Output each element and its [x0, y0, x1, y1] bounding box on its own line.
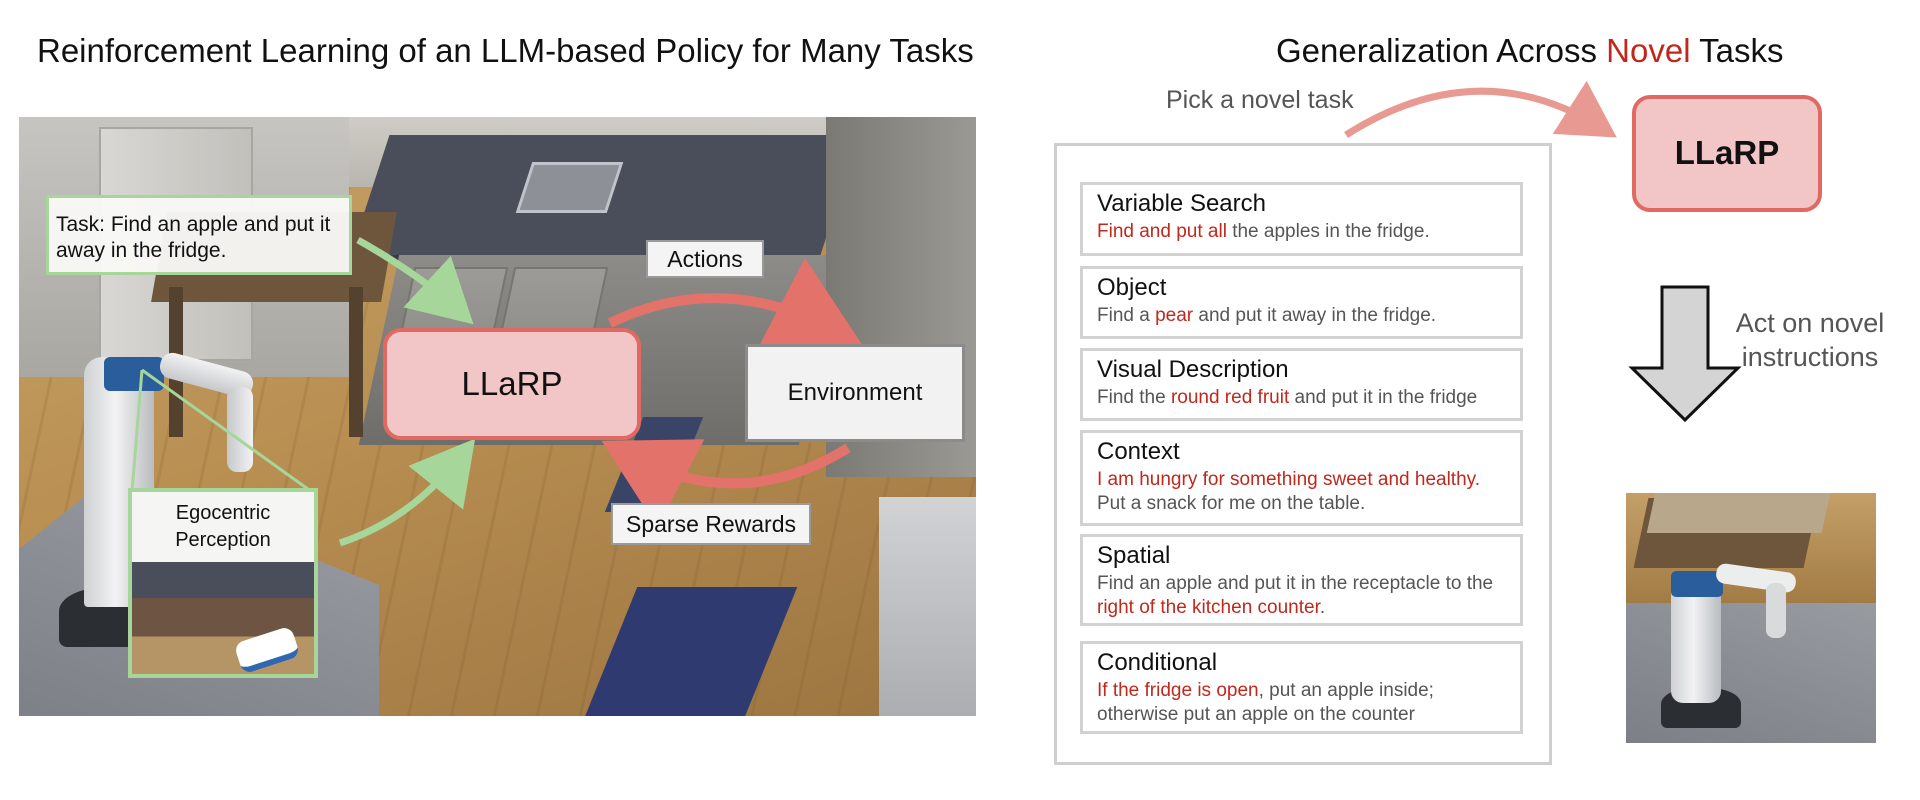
- grey-counter: [879, 497, 976, 716]
- pick-novel-task-label: Pick a novel task: [1166, 86, 1354, 114]
- task-text: , put an apple inside; otherwise put an …: [1097, 680, 1434, 725]
- task-description: Find the round red fruit and put it in t…: [1097, 386, 1520, 410]
- task-text: and put it away in the fridge.: [1193, 305, 1437, 326]
- perception-line: [130, 369, 144, 493]
- task-name: Spatial: [1097, 542, 1171, 569]
- task-text: Put a snack for me on the table.: [1097, 493, 1366, 514]
- robot-head: [104, 357, 164, 391]
- robot-arm: [227, 387, 253, 472]
- task-description: Find and put all the apples in the fridg…: [1097, 220, 1520, 244]
- task-text: .: [1319, 597, 1326, 618]
- task-text: Find a: [1097, 305, 1156, 326]
- task-description: If the fridge is open, put an apple insi…: [1097, 679, 1520, 727]
- task-highlight: round red fruit: [1170, 387, 1290, 408]
- task-instruction-box: Task: Find an apple and put it away in t…: [46, 195, 352, 275]
- task-name: Visual Description: [1097, 356, 1289, 383]
- task-name: Variable Search: [1097, 190, 1266, 217]
- title-suffix: Tasks: [1690, 32, 1784, 69]
- egocentric-perception-label: Egocentric Perception: [175, 502, 271, 551]
- robot-arm: [1766, 583, 1786, 638]
- egocentric-perception-box: Egocentric Perception: [128, 488, 318, 678]
- llarp-policy-box-right: LLaRP: [1632, 95, 1822, 212]
- right-panel-title: Generalization Across Novel Tasks: [1276, 32, 1783, 70]
- task-description: I am hungry for something sweet and heal…: [1097, 468, 1520, 516]
- task-highlight: If the fridge is open: [1097, 680, 1259, 701]
- robot-head: [1671, 571, 1723, 597]
- llarp-policy-box: LLaRP: [383, 328, 641, 440]
- task-description: Find an apple and put it in the receptac…: [1097, 572, 1520, 620]
- task-highlight: right of the kitchen counter: [1097, 597, 1320, 618]
- task-name: Object: [1097, 274, 1167, 301]
- task-name: Context: [1097, 438, 1180, 465]
- rewards-arrow: [601, 439, 851, 528]
- task-highlight: pear: [1155, 305, 1194, 326]
- act-on-novel-instructions-label: Act on novel instructions: [1735, 308, 1885, 372]
- down-arrow-icon: [1628, 285, 1742, 423]
- title-highlight: Novel: [1606, 32, 1691, 69]
- title-prefix: Generalization Across: [1276, 32, 1607, 69]
- egocentric-view-image: [132, 562, 314, 674]
- table-top: [1646, 493, 1831, 533]
- perception-arrow: [338, 438, 476, 547]
- task-card-conditional: Conditional If the fridge is open, put a…: [1080, 641, 1523, 734]
- task-text: Find the: [1097, 387, 1171, 408]
- task-card-context: Context I am hungry for something sweet …: [1080, 430, 1523, 526]
- task-arrow: [356, 236, 474, 325]
- task-card-visual-description: Visual Description Find the round red fr…: [1080, 348, 1523, 421]
- task-name: Conditional: [1097, 649, 1218, 676]
- actions-arrow: [607, 257, 862, 347]
- task-card-spatial: Spatial Find an apple and put it in the …: [1080, 534, 1523, 626]
- table-leg: [349, 287, 363, 437]
- perception-line: [141, 368, 313, 494]
- left-panel-title: Reinforcement Learning of an LLM-based P…: [37, 32, 974, 69]
- actions-label: Actions: [646, 240, 764, 278]
- task-text: and put it in the fridge: [1289, 387, 1478, 408]
- task-card-object: Object Find a pear and put it away in th…: [1080, 266, 1523, 339]
- environment-box: Environment: [745, 344, 965, 442]
- sparse-rewards-label: Sparse Rewards: [611, 503, 811, 545]
- robot-result-image: [1626, 493, 1876, 743]
- task-text: the apples in the fridge.: [1226, 221, 1430, 242]
- task-text: Find an apple and put it in the receptac…: [1097, 573, 1494, 594]
- pick-task-arrow: [1344, 80, 1617, 138]
- task-description: Find a pear and put it away in the fridg…: [1097, 304, 1520, 328]
- task-highlight: Find and put all: [1097, 221, 1227, 242]
- task-highlight: I am hungry for something sweet and heal…: [1097, 469, 1481, 490]
- task-card-variable-search: Variable Search Find and put all the app…: [1080, 182, 1523, 256]
